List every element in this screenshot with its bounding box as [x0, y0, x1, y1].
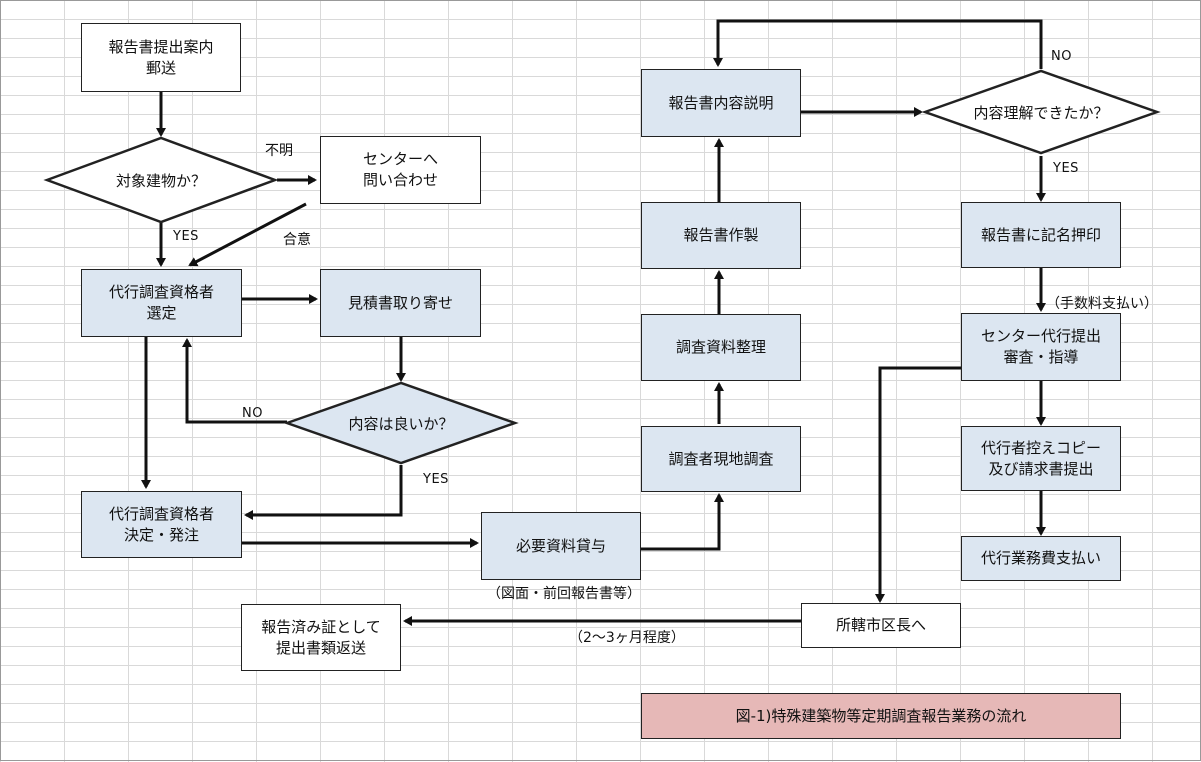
decision-understood-shape [921, 69, 1161, 155]
label-yes-target: YES [173, 229, 199, 244]
arrow-center-to-select [188, 202, 307, 267]
process-center-submit: センター代行提出 審査・指導 [961, 313, 1121, 381]
arrow-submit-to-mayor [875, 366, 961, 603]
arrow-ok-no-back [182, 338, 287, 424]
arrow-lend-to-survey [641, 493, 724, 551]
label-yes-content: YES [423, 472, 449, 487]
process-to-mayor: 所轄市区長へ [801, 603, 961, 648]
label-agree: 合意 [283, 232, 311, 248]
decision-content-ok-label: 内容は良いか？ [348, 414, 454, 433]
label-materials-note: （図面・前回報告書等） [487, 586, 641, 602]
label-fee: （手数料支払い） [1046, 296, 1158, 312]
process-sign-seal: 報告書に記名押印 [961, 202, 1121, 268]
decision-understood-label: 内容理解できたか？ [973, 103, 1109, 122]
process-report-explain: 報告書内容説明 [641, 69, 801, 137]
decision-is-target-label: 対象建物か？ [115, 171, 206, 190]
label-no-understood: NO [1051, 49, 1072, 64]
decision-content-ok-shape [283, 381, 519, 465]
process-report-make: 報告書作製 [641, 202, 801, 269]
process-agent-decide: 代行調査資格者 決定・発注 [81, 491, 242, 558]
process-fee-pay: 代行業務費支払い [961, 536, 1121, 581]
process-estimate: 見積書取り寄せ [320, 269, 481, 337]
label-no-content: NO [242, 406, 263, 421]
arrow-ok-yes-to-decide [244, 465, 403, 520]
process-copy-invoice: 代行者控えコピー 及び請求書提出 [961, 426, 1121, 491]
label-unknown: 不明 [265, 143, 293, 159]
label-yes-understood: YES [1053, 161, 1079, 176]
arrow-understood-no-loop [713, 19, 1043, 69]
process-center-inquiry: センターへ 問い合わせ [320, 136, 481, 204]
label-duration: （2～3ヶ月程度） [569, 630, 685, 646]
process-organize: 調査資料整理 [641, 314, 801, 381]
figure-caption: 図-1)特殊建築物等定期調査報告業務の流れ [641, 693, 1121, 739]
process-agent-select: 代行調査資格者 選定 [81, 269, 242, 337]
decision-is-target-shape [43, 136, 279, 224]
process-site-survey: 調査者現地調査 [641, 426, 801, 492]
process-materials-lend: 必要資料貸与 [481, 512, 641, 580]
start-report-notice: 報告書提出案内 郵送 [81, 23, 241, 92]
process-return-docs: 報告済み証として 提出書類返送 [241, 604, 401, 671]
